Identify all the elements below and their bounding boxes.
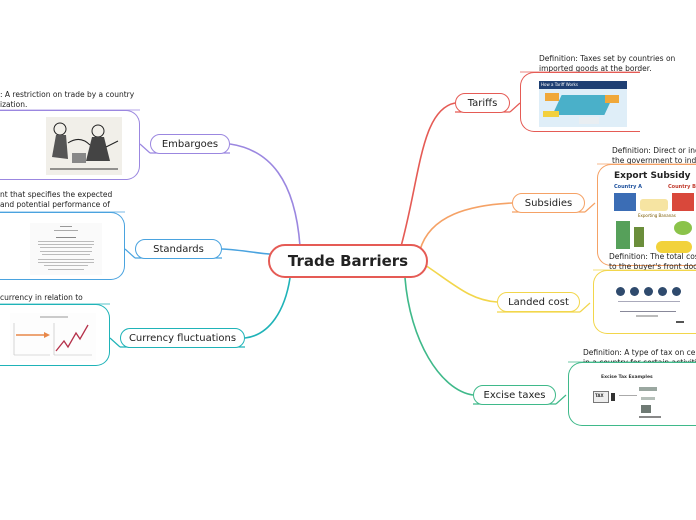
cartoon-sketch bbox=[50, 122, 119, 170]
node-label: Currency fluctuations bbox=[128, 332, 237, 344]
excise-tax-examples-image: Excise Tax Examples TAX bbox=[589, 371, 669, 423]
embargo-cartoon-image bbox=[46, 117, 122, 175]
definition-tariffs: Definition: Taxes set by countries on im… bbox=[539, 54, 676, 73]
image-card-currency-fluctuations[interactable] bbox=[0, 304, 110, 366]
node-label: Standards bbox=[153, 243, 204, 255]
node-subsidies[interactable]: Subsidies bbox=[512, 193, 585, 213]
node-label: Embargoes bbox=[161, 138, 219, 150]
tariff-diagram-image: How a Tariff Works bbox=[539, 81, 627, 127]
central-topic[interactable]: Trade Barriers bbox=[268, 244, 428, 278]
image-card-standards[interactable] bbox=[0, 212, 125, 280]
image-card-landed-cost[interactable] bbox=[593, 270, 696, 334]
image-card-embargoes[interactable] bbox=[0, 110, 140, 180]
landed-cost-diagram-image bbox=[612, 281, 692, 327]
definition-subsidies: Definition: Direct or indire the governm… bbox=[612, 146, 696, 165]
image-card-excise-taxes[interactable]: Excise Tax Examples TAX bbox=[568, 362, 696, 426]
node-excise-taxes[interactable]: Excise taxes bbox=[473, 385, 556, 405]
definition-standards: nt that specifies the expected and poten… bbox=[0, 190, 113, 209]
node-standards[interactable]: Standards bbox=[135, 239, 222, 259]
node-label: Landed cost bbox=[508, 296, 569, 308]
currency-chart-sketch bbox=[13, 316, 92, 356]
node-label: Tariffs bbox=[467, 97, 498, 109]
node-label: Excise taxes bbox=[483, 389, 546, 401]
definition-embargoes: : A restriction on trade by a country iz… bbox=[0, 90, 135, 109]
definition-landed-cost: Definition: The total cost f to the buye… bbox=[609, 252, 696, 271]
image-card-tariffs[interactable]: How a Tariff Works bbox=[520, 72, 640, 132]
node-currency-fluctuations[interactable]: Currency fluctuations bbox=[120, 328, 245, 348]
currency-chart-image bbox=[10, 313, 96, 361]
node-label: Subsidies bbox=[524, 197, 573, 209]
image-card-subsidies[interactable]: Export Subsidy Country A Country B Expor… bbox=[597, 164, 696, 266]
node-embargoes[interactable]: Embargoes bbox=[150, 134, 230, 154]
export-subsidy-image: Export Subsidy Country A Country B Expor… bbox=[612, 171, 696, 263]
node-tariffs[interactable]: Tariffs bbox=[455, 93, 510, 113]
definition-currency-fluctuations: currency in relation to bbox=[0, 293, 83, 302]
node-landed-cost[interactable]: Landed cost bbox=[497, 292, 580, 312]
standards-document-image bbox=[30, 223, 102, 275]
